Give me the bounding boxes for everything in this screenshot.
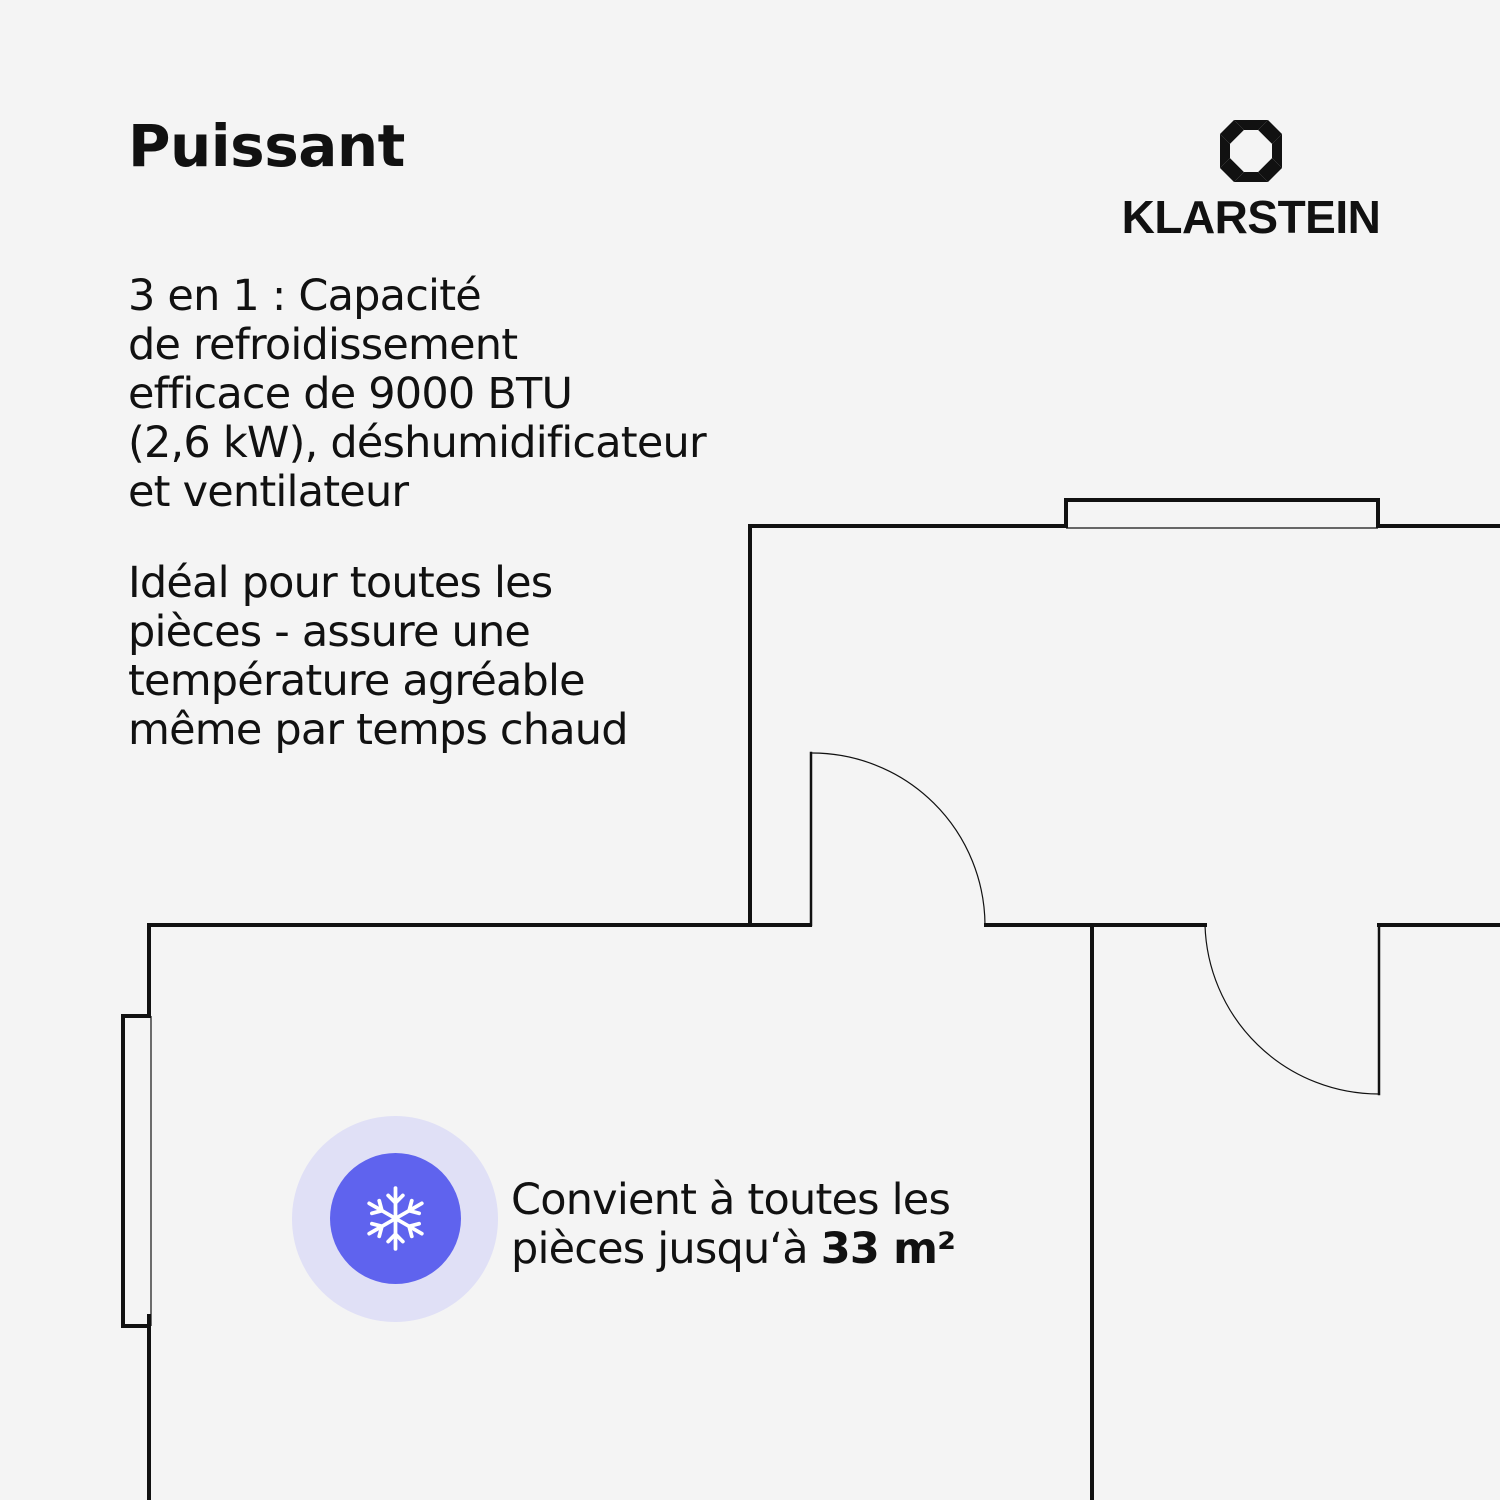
brand-logo: KLARSTEIN bbox=[1120, 118, 1382, 248]
benefit-line: température agréable bbox=[128, 656, 586, 706]
coverage-line-2: pièces jusqu‘à 33 m² bbox=[511, 1224, 956, 1274]
badge-core bbox=[330, 1153, 461, 1284]
lower-room-left-wall bbox=[147, 923, 812, 1018]
coverage-prefix: pièces jusqu‘à bbox=[511, 1224, 821, 1274]
brand-logo-icon bbox=[1220, 120, 1282, 182]
brand-name: KLARSTEIN bbox=[1121, 191, 1381, 243]
benefit-line: même par temps chaud bbox=[128, 705, 629, 755]
feature-line: efficace de 9000 BTU bbox=[128, 369, 573, 419]
upper-room-wall bbox=[748, 524, 1068, 925]
feature-line: 3 en 1 : Capacité bbox=[128, 271, 482, 321]
feature-line: et ventilateur bbox=[128, 467, 409, 517]
feature-line: de refroidissement bbox=[128, 320, 518, 370]
cooling-badge bbox=[292, 1116, 498, 1322]
coverage-line-1: Convient à toutes les bbox=[511, 1175, 951, 1225]
room-coverage-text: Convient à toutes les pièces jusqu‘à 33 … bbox=[511, 1175, 956, 1274]
benefit-description: Idéal pour toutes les pièces - assure un… bbox=[128, 558, 629, 755]
door-swing-upper bbox=[810, 752, 986, 926]
feature-line: (2,6 kW), déshumidificateur bbox=[128, 418, 707, 468]
top-window bbox=[1064, 498, 1380, 528]
feature-description: 3 en 1 : Capacité de refroidissement eff… bbox=[128, 271, 707, 517]
snowflake-icon bbox=[367, 1186, 424, 1251]
door-swing-right bbox=[1204, 924, 1380, 1095]
left-window bbox=[121, 1014, 151, 1328]
benefit-line: pièces - assure une bbox=[128, 607, 531, 657]
page-title: Puissant bbox=[128, 112, 405, 180]
coverage-area-value: 33 m² bbox=[820, 1224, 956, 1274]
benefit-line: Idéal pour toutes les bbox=[128, 558, 553, 608]
